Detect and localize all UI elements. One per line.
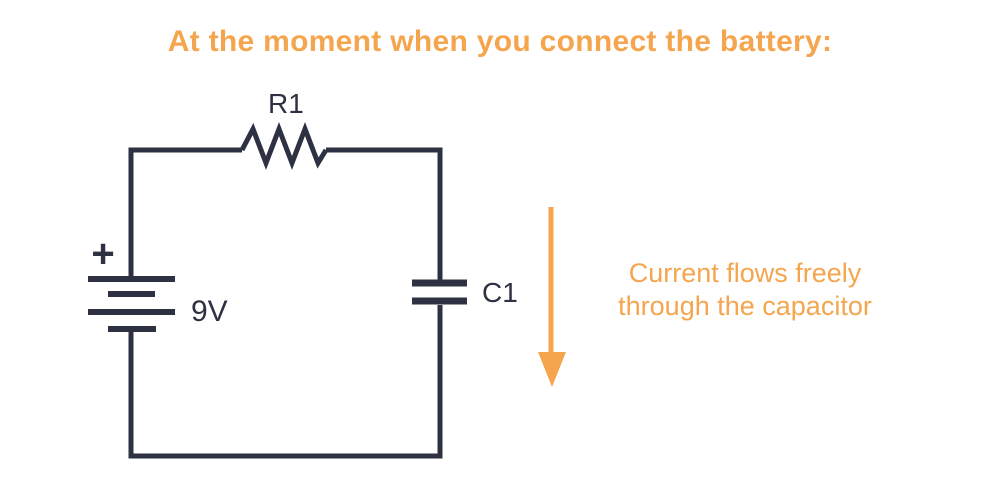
annotation-line2: through the capacitor [618,291,872,321]
resistor-symbol [239,121,329,171]
capacitor-label: C1 [482,277,518,308]
battery-plus-sign: + [91,232,114,276]
capacitor-symbol [412,279,467,305]
resistor-label: R1 [268,88,304,119]
annotation-line1: Current flows freely [628,258,862,288]
battery-symbol [88,276,175,332]
current-direction-arrow-icon [538,207,566,387]
annotation: Current flows freely through the capacit… [560,257,930,323]
battery-label: 9V [191,295,228,328]
circuit-wire-loop [128,147,443,459]
page-title: At the moment when you connect the batte… [167,25,833,58]
arrow-head [538,352,566,387]
